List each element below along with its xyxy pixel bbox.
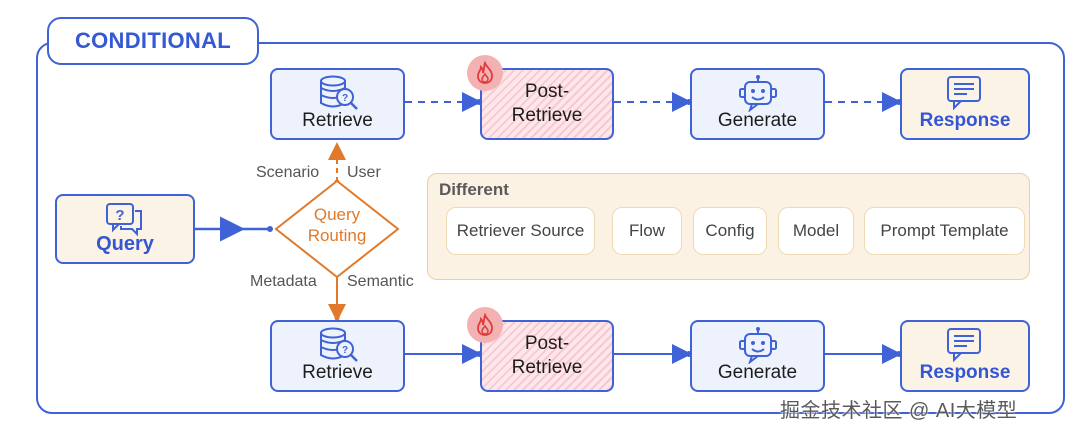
query-routing-label: Query Routing	[307, 205, 367, 245]
top-response-label: Response	[919, 110, 1011, 131]
bottom-generate-label: Generate	[717, 362, 798, 383]
bottom-generate-node: Generate	[690, 320, 825, 392]
chip-prompt-template: Prompt Template	[864, 207, 1025, 255]
watermark: 掘金技术社区 @ AI大模型	[780, 400, 1018, 422]
svg-text:?: ?	[341, 345, 347, 356]
robot-icon	[736, 74, 780, 118]
routing-to-top-retrieve-connector	[328, 142, 346, 185]
query-to-routing-connector	[195, 216, 273, 242]
top-retrieve-label: Retrieve	[302, 110, 373, 131]
top-response-node: Response	[900, 68, 1030, 140]
user-label: User	[347, 164, 381, 181]
svg-text:?: ?	[341, 93, 347, 104]
metadata-label: Metadata	[250, 273, 317, 290]
chip-flow: Flow	[612, 207, 682, 255]
message-icon	[943, 326, 987, 370]
question-chat-icon: ?	[103, 201, 147, 243]
top-flame-icon	[467, 55, 503, 91]
database-search-icon: ?	[316, 326, 360, 370]
top-retrieve-node: ? Retrieve	[270, 68, 405, 140]
top-generate-node: Generate	[690, 68, 825, 140]
bottom-retrieve-node: ? Retrieve	[270, 320, 405, 392]
top-post-retrieve-node: Post- Retrieve	[480, 68, 614, 140]
routing-to-bottom-retrieve-connector	[328, 276, 346, 322]
database-search-icon: ?	[316, 74, 360, 118]
bottom-post-retrieve-node: Post- Retrieve	[480, 320, 614, 392]
bottom-retrieve-label: Retrieve	[302, 362, 373, 383]
chip-model: Model	[778, 207, 854, 255]
chip-config: Config	[693, 207, 767, 255]
scenario-label: Scenario	[256, 164, 320, 181]
bottom-response-node: Response	[900, 320, 1030, 392]
chip-retriever-source: Retriever Source	[446, 207, 595, 255]
conditional-frame	[36, 42, 1065, 414]
query-node: ? Query	[55, 194, 195, 264]
query-label: Query	[96, 233, 154, 255]
bottom-flame-icon	[467, 307, 503, 343]
bottom-response-label: Response	[919, 362, 1011, 383]
top-generate-label: Generate	[717, 110, 798, 131]
svg-text:?: ?	[115, 207, 124, 224]
diagram-title: CONDITIONAL	[47, 17, 259, 65]
robot-icon	[736, 326, 780, 370]
different-title: Different	[439, 180, 509, 199]
query-routing-diamond	[274, 179, 400, 279]
message-icon	[943, 74, 987, 118]
semantic-label: Semantic	[347, 273, 414, 290]
